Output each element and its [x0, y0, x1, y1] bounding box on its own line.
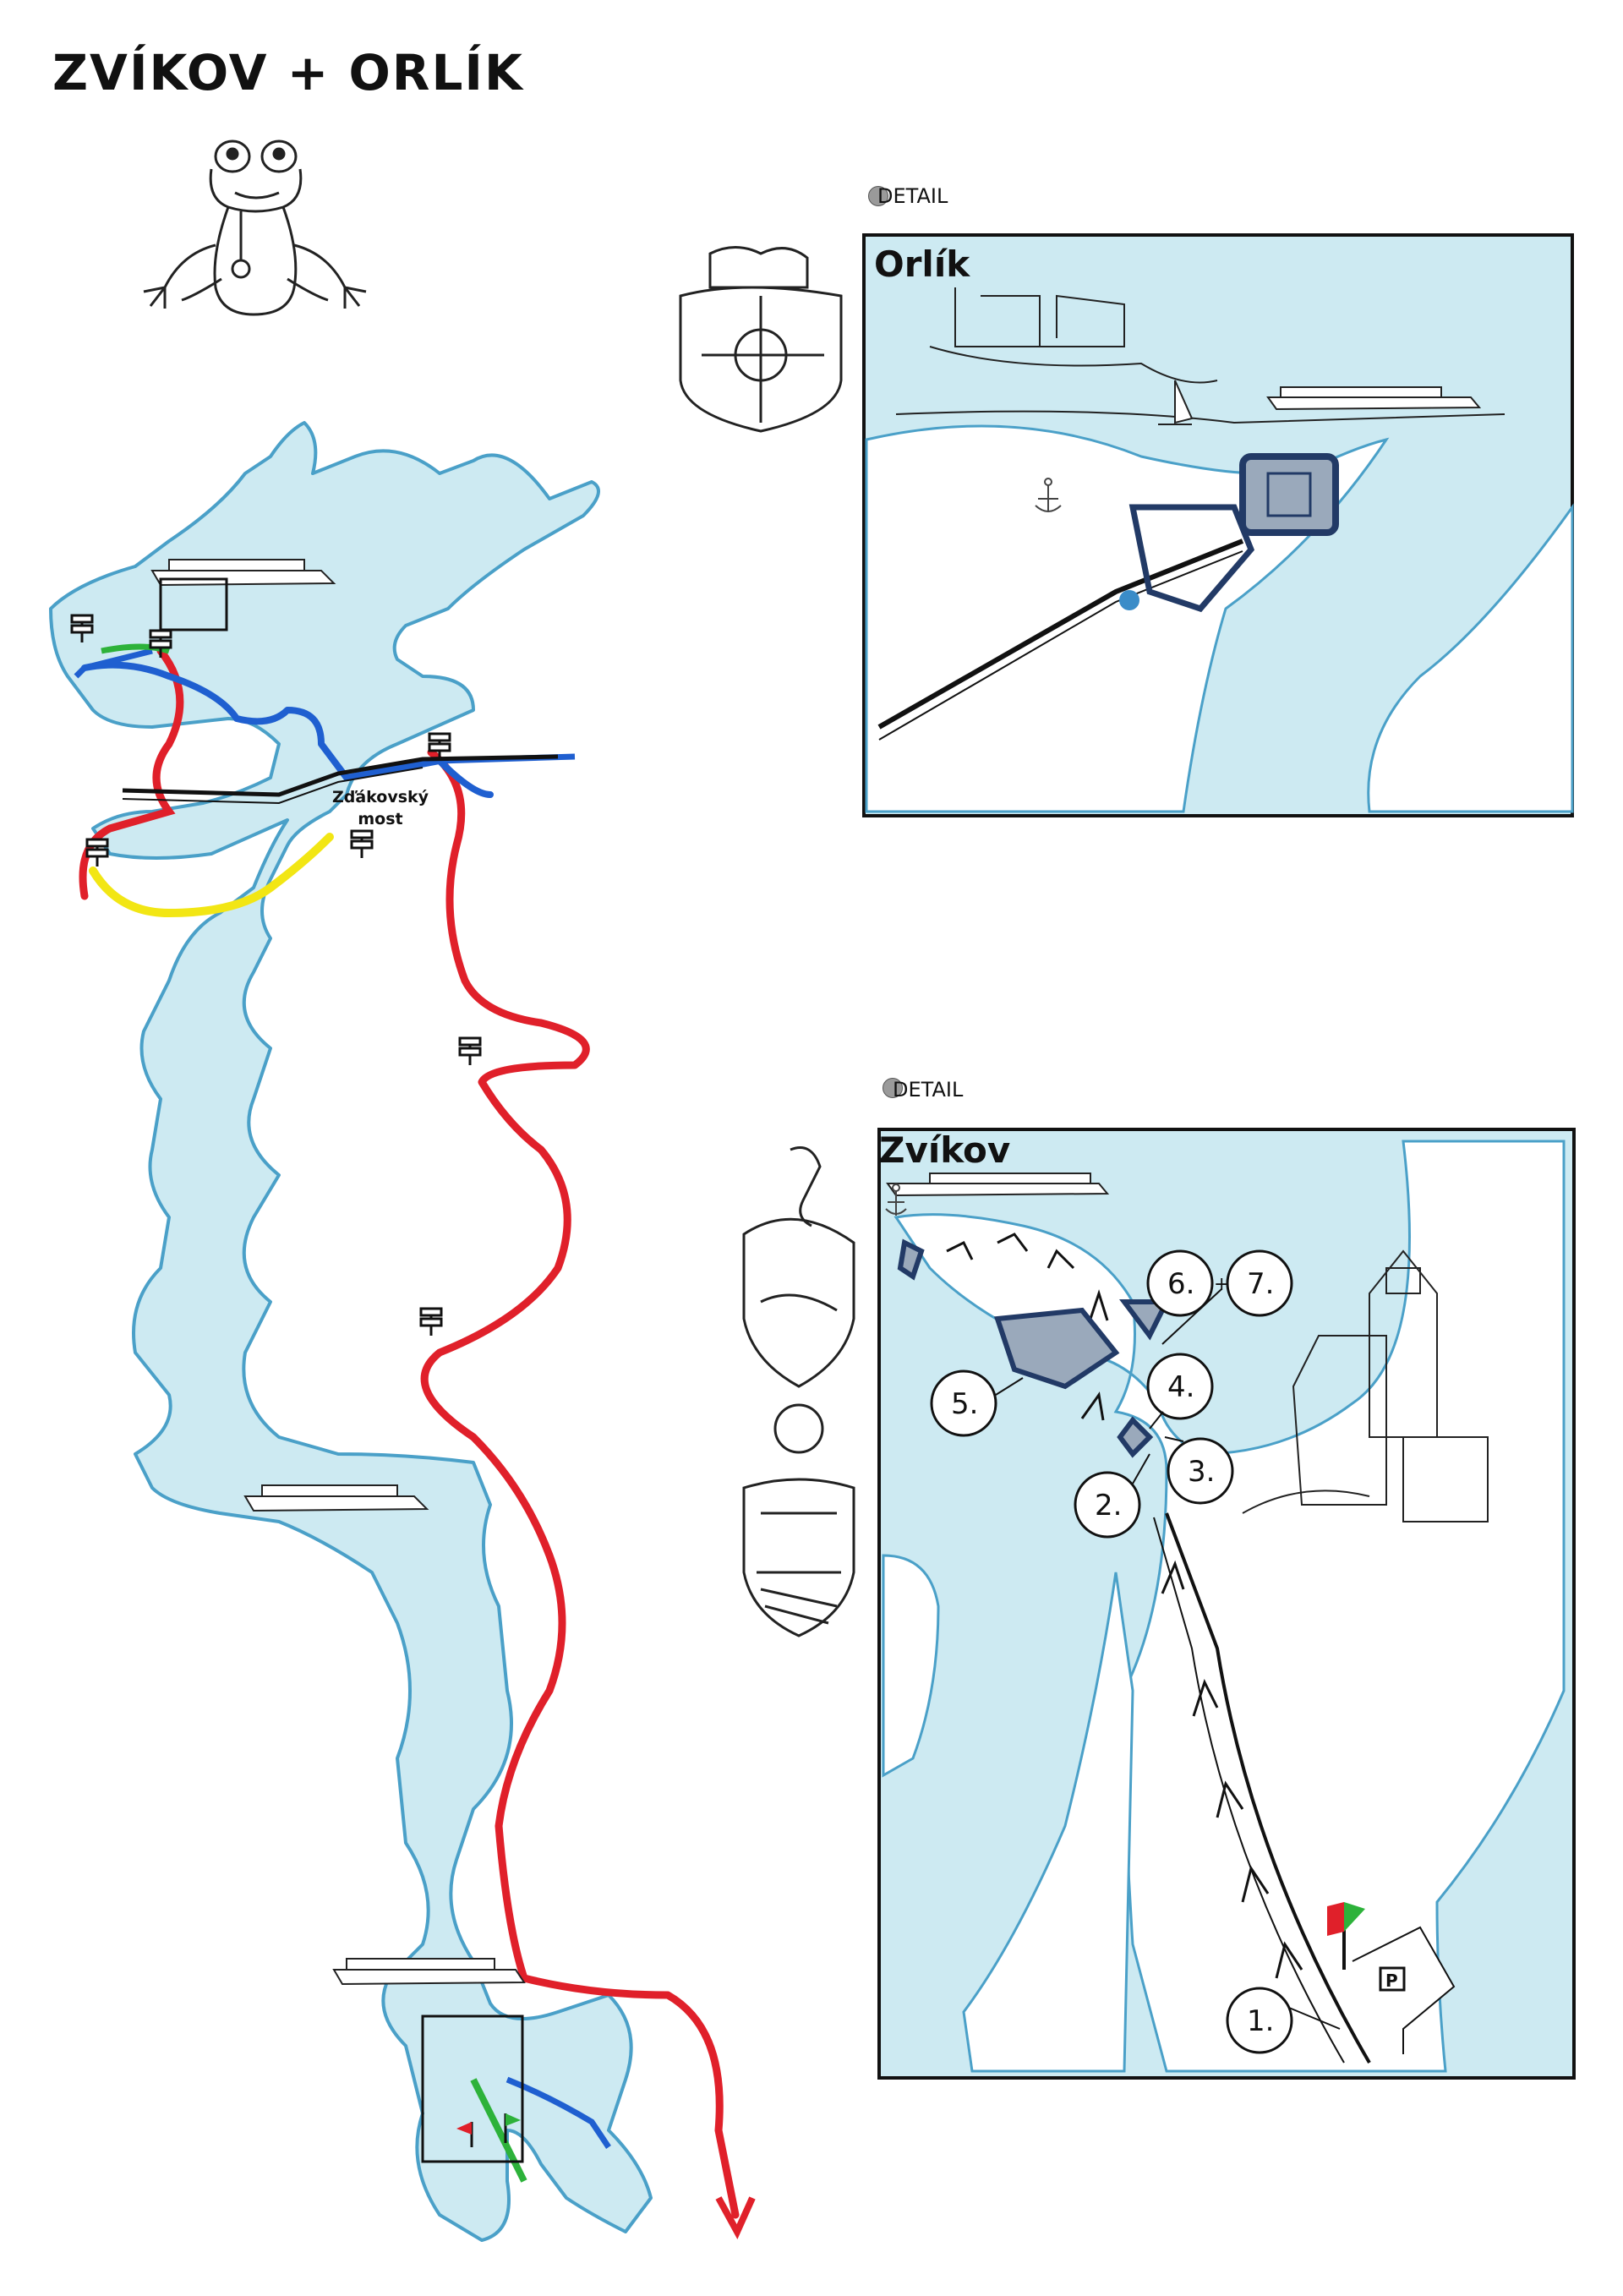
flag-icon: [456, 2113, 521, 2147]
river-water: [49, 421, 653, 2242]
page-title: ZVÍKOV + ORLÍK: [52, 44, 524, 101]
boat-icon: [243, 1484, 429, 1512]
panel-title-orlik: Orlík: [874, 243, 970, 285]
bridge-label-line1: Zďákovský: [331, 788, 429, 806]
route-green-south: [470, 2078, 527, 2183]
detail-pin-icon: [883, 1078, 903, 1098]
bridge-label: Zďákovský most: [330, 786, 431, 830]
detail-box-orlik: [159, 577, 228, 631]
signpost-icon: [350, 829, 374, 858]
boat-icon: [332, 1958, 526, 1986]
signpost-icon: [70, 614, 94, 642]
route-blue-west: [74, 648, 153, 679]
route-blue-south: [505, 2076, 611, 2149]
route-red-main: [420, 748, 740, 2219]
signpost-icon: [428, 732, 451, 761]
signpost-icon: [85, 838, 109, 866]
signpost-icon: [149, 629, 172, 658]
route-green: [101, 643, 171, 654]
detail-label-zvikov: DETAIL: [893, 1078, 964, 1102]
signpost-icon: [419, 1307, 443, 1336]
detail-box-zvikov: [421, 2014, 524, 2163]
bridge-label-line2: most: [358, 810, 403, 828]
route-red-arrowhead: [715, 2196, 756, 2239]
road: [122, 754, 559, 797]
boat-icon: [150, 559, 336, 587]
signpost-icon: [458, 1036, 482, 1065]
detail-pin-icon: [868, 186, 888, 206]
panel-title-zvikov: Zvíkov: [879, 1129, 1011, 1171]
detail-label-orlik: DETAIL: [877, 184, 948, 208]
route-yellow: [89, 833, 334, 918]
